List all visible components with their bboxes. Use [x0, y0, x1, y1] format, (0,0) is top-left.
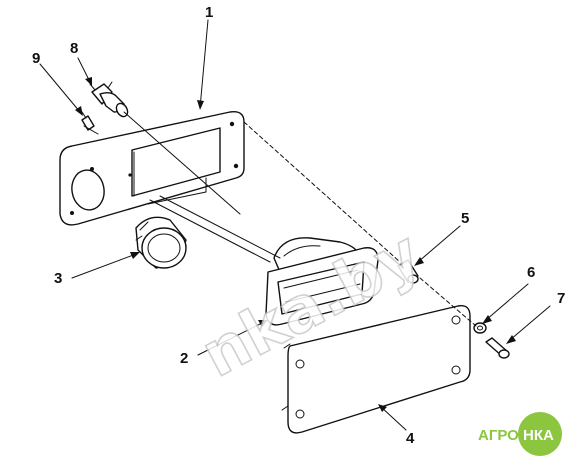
callout-label-4: 4 [406, 430, 415, 447]
callout-label-8: 8 [70, 40, 78, 57]
callout-label-5: 5 [461, 210, 469, 227]
lamp-housing [265, 237, 379, 326]
callout-label-2: 2 [180, 350, 188, 367]
washer [473, 322, 487, 334]
logo-text-agro: АГРО [478, 427, 519, 444]
callout-label-9: 9 [32, 50, 40, 67]
agronka-logo: АГРО НКА [478, 412, 562, 456]
leader-lines [39, 19, 551, 431]
logo-text-nka: НКА [523, 427, 554, 444]
round-knob [135, 216, 187, 269]
callout-label-3: 3 [54, 270, 62, 287]
callout-labels: 1 2 3 4 5 6 7 8 9 [32, 4, 565, 447]
bulb-socket [89, 81, 129, 118]
callout-label-1: 1 [205, 4, 213, 21]
cover-plate [281, 305, 471, 434]
callout-label-6: 6 [527, 264, 535, 281]
spacer [397, 259, 419, 284]
callout-label-7: 7 [557, 290, 565, 307]
connector-pin [81, 111, 95, 131]
screw [485, 337, 510, 359]
assembly-lines [83, 111, 477, 327]
